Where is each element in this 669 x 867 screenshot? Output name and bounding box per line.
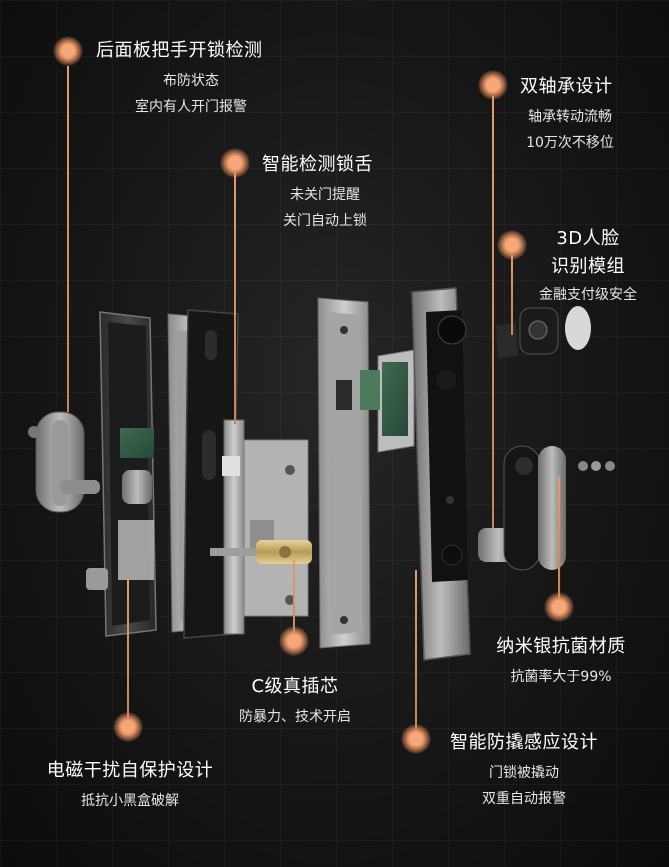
callout-nano: 纳米银抗菌材质 抗菌率大于99% <box>486 632 636 690</box>
callout-line: 关门自动上锁 <box>283 213 367 229</box>
callout-line: 双重自动报警 <box>482 791 566 807</box>
leader-line-nano <box>558 476 560 604</box>
callout-title: C级真插芯 <box>251 676 339 697</box>
rear-handle <box>28 411 100 513</box>
callout-line: 室内有人开门报警 <box>135 99 247 115</box>
callout-line: 10万次不移位 <box>526 135 614 151</box>
callout-face: 3D人脸 识别模组 金融支付级安全 <box>528 224 648 308</box>
callout-line: 抗菌率大于99% <box>510 669 612 685</box>
leader-line-rear-panel <box>67 66 69 412</box>
rear-panel <box>86 311 157 637</box>
marker-dot-em <box>113 712 143 742</box>
callout-title: 纳米银抗菌材质 <box>496 636 626 657</box>
callout-tamper: 智能防撬感应设计 门锁被撬动 双重自动报警 <box>436 728 612 812</box>
leader-line-face <box>511 255 513 335</box>
callout-title: 后面板把手开锁检测 <box>96 40 263 61</box>
leader-line-cylinder <box>293 560 295 640</box>
center-steel-plate <box>317 297 371 649</box>
callout-title-line2: 识别模组 <box>551 256 625 277</box>
callout-line: 未关门提醒 <box>290 187 360 203</box>
callout-line: 布防状态 <box>163 73 219 89</box>
front-pcb-module <box>360 349 415 453</box>
callout-title: 电磁干扰自保护设计 <box>46 760 214 781</box>
callout-em: 电磁干扰自保护设计 抵抗小黑盒破解 <box>30 756 230 814</box>
marker-dot-nano <box>544 592 574 622</box>
marker-dot-cylinder <box>279 626 309 656</box>
marker-dot-latch <box>220 148 250 178</box>
callout-title: 双轴承设计 <box>520 76 613 97</box>
marker-dot-rear-panel <box>53 36 83 66</box>
leader-line-latch <box>234 172 236 424</box>
callout-bearing: 双轴承设计 轴承转动流畅 10万次不移位 <box>520 72 620 156</box>
leader-line-tamper <box>415 570 417 730</box>
marker-dot-bearing <box>478 70 508 100</box>
callout-line: 金融支付级安全 <box>539 287 637 303</box>
front-panel <box>411 287 471 661</box>
callout-latch: 智能检测锁舌 未关门提醒 关门自动上锁 <box>262 150 388 234</box>
marker-dot-tamper <box>401 724 431 754</box>
callout-line: 防暴力、技术开启 <box>239 709 351 725</box>
callout-title: 3D人脸 <box>556 228 620 249</box>
mortise-lock-body <box>222 419 309 635</box>
face-module <box>496 306 591 358</box>
callout-line: 抵抗小黑盒破解 <box>81 793 179 809</box>
callout-line: 轴承转动流畅 <box>528 109 612 125</box>
callout-rear-panel: 后面板把手开锁检测 布防状态 室内有人开门报警 <box>96 36 286 120</box>
brass-cylinder <box>210 540 312 564</box>
callout-line: 门锁被撬动 <box>489 765 559 781</box>
callout-cylinder: C级真插芯 防暴力、技术开启 <box>220 672 370 730</box>
front-handle <box>478 445 615 571</box>
callout-title: 智能防撬感应设计 <box>450 732 598 753</box>
callout-title: 智能检测锁舌 <box>262 154 373 175</box>
leader-line-em <box>127 578 129 726</box>
marker-dot-face <box>497 230 527 260</box>
leader-line-bearing <box>492 96 494 528</box>
